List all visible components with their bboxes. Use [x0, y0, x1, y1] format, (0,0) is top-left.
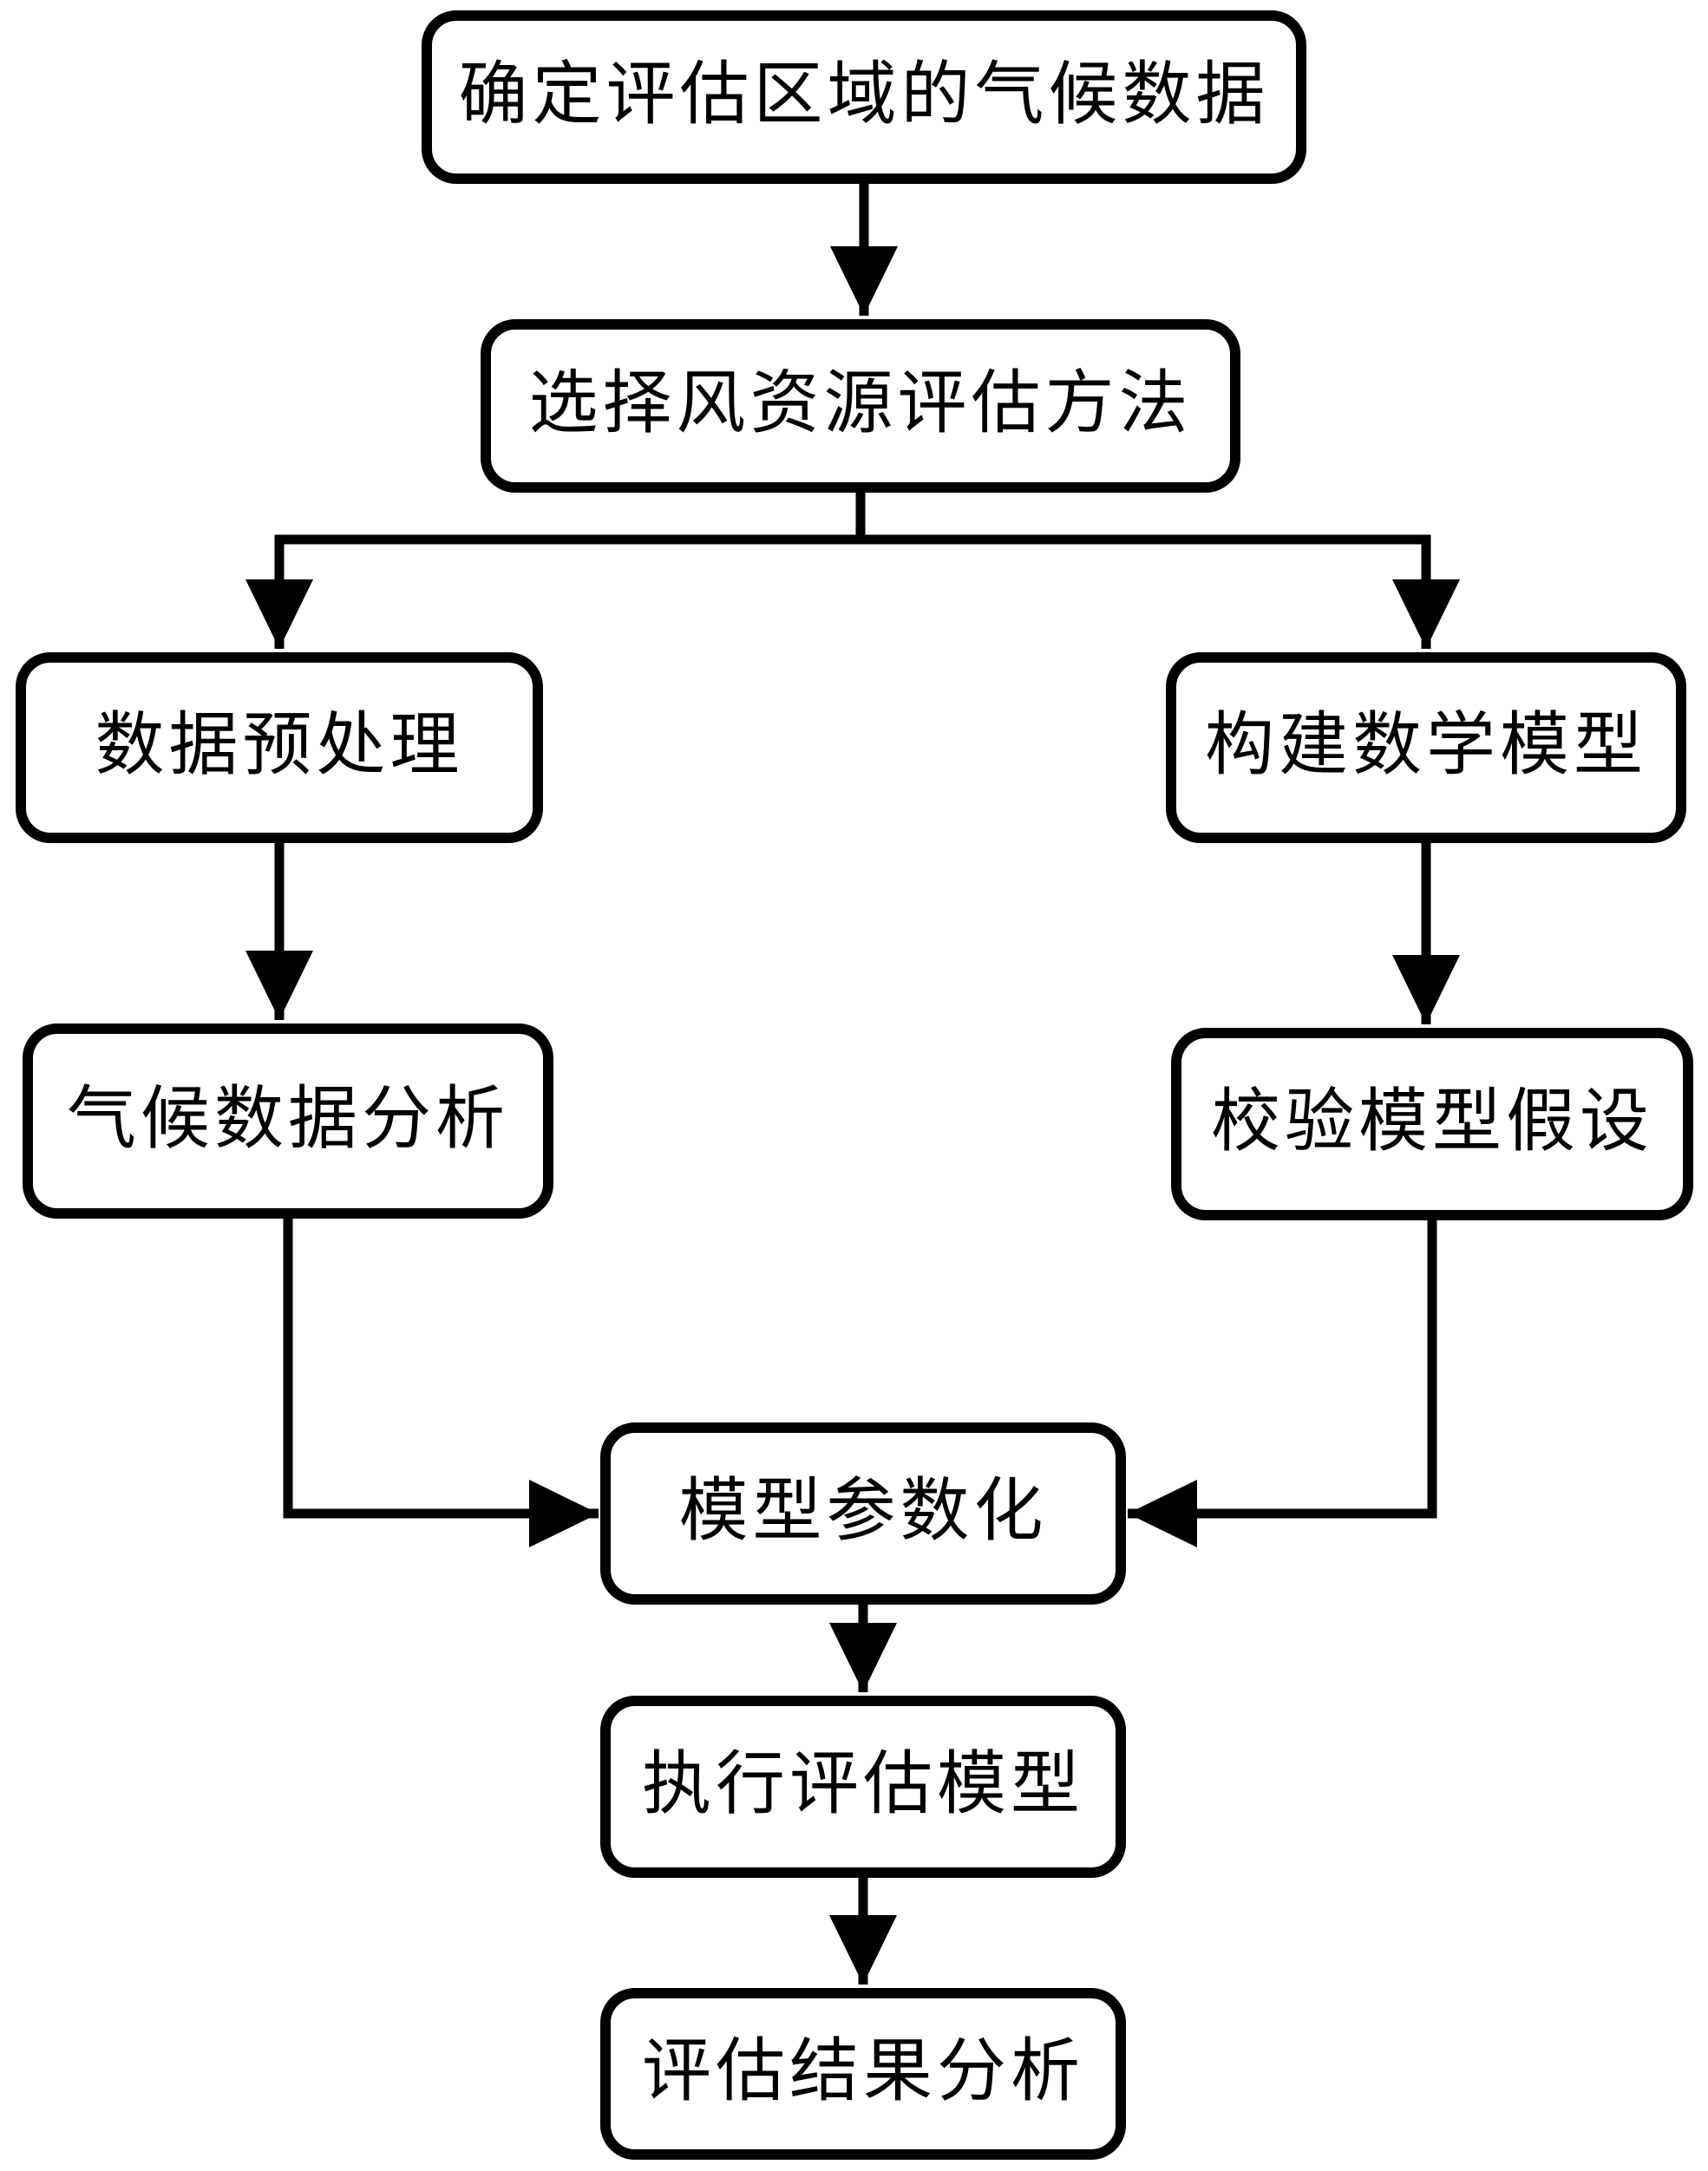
node-assessment-result-analysis: 评估结果分析 — [600, 1988, 1126, 2160]
node-label: 执行评估模型 — [642, 1745, 1084, 1822]
node-model-parameterization: 模型参数化 — [600, 1422, 1126, 1605]
node-data-preprocessing: 数据预处理 — [16, 652, 543, 843]
node-build-math-model: 构建数学模型 — [1166, 652, 1686, 843]
node-label: 构建数学模型 — [1205, 706, 1647, 783]
node-label: 模型参数化 — [678, 1472, 1048, 1549]
node-label: 确定评估区域的气候数据 — [458, 56, 1270, 133]
edge-n6-n7 — [1128, 1220, 1437, 1547]
node-label: 评估结果分析 — [642, 2032, 1084, 2109]
node-label: 气候数据分析 — [67, 1079, 509, 1157]
edge-n2-n3 — [245, 493, 866, 649]
node-run-assessment-model: 执行评估模型 — [600, 1696, 1126, 1878]
node-label: 校验模型假设 — [1211, 1082, 1653, 1160]
node-climate-data-analysis: 气候数据分析 — [23, 1023, 553, 1219]
edge-n2-n4 — [855, 493, 1460, 649]
node-label: 数据预处理 — [95, 706, 464, 783]
node-label: 选择风资源评估方法 — [528, 364, 1193, 441]
edge-n5-n7 — [283, 1219, 599, 1547]
node-determine-climate-data: 确定评估区域的气候数据 — [422, 10, 1306, 184]
node-select-assessment-method: 选择风资源评估方法 — [481, 319, 1240, 493]
node-verify-model-assumptions: 校验模型假设 — [1171, 1028, 1693, 1220]
